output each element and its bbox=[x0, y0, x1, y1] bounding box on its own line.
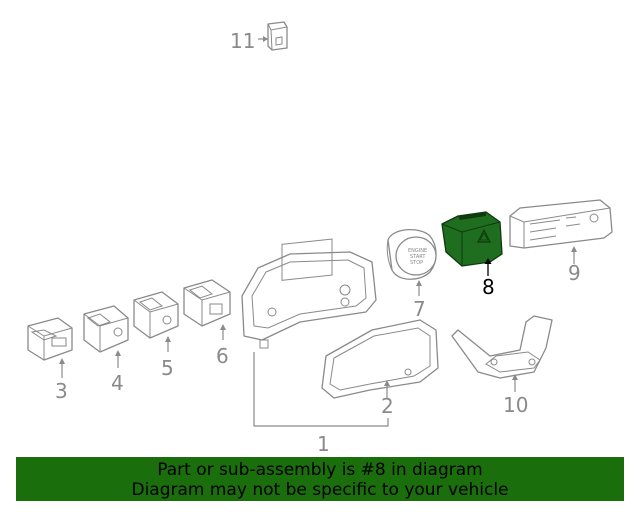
button-text-start: START bbox=[410, 254, 426, 260]
info-banner: Part or sub-assembly is #8 in diagram Di… bbox=[16, 457, 624, 501]
part-4-switch bbox=[83, 305, 129, 368]
callout-8: 8 bbox=[482, 275, 495, 299]
callout-7: 7 bbox=[413, 297, 426, 321]
part-6-switch bbox=[183, 279, 231, 340]
banner-line-1: Part or sub-assembly is #8 in diagram bbox=[157, 460, 483, 480]
part-10-center-bezel bbox=[451, 315, 553, 392]
part-7-start-stop-switch: ENGINE START STOP bbox=[386, 229, 437, 296]
callout-2: 2 bbox=[381, 394, 394, 418]
callout-1-bracket bbox=[253, 352, 389, 427]
banner-line-2: Diagram may not be specific to your vehi… bbox=[131, 480, 509, 500]
callout-5: 5 bbox=[161, 356, 174, 380]
callout-3: 3 bbox=[55, 379, 68, 403]
part-5-switch bbox=[133, 291, 179, 352]
callout-10: 10 bbox=[503, 393, 528, 417]
callout-4: 4 bbox=[111, 371, 124, 395]
part-9-switch-panel bbox=[509, 199, 613, 264]
part-1-combination-meter bbox=[241, 238, 377, 349]
part-11-clip bbox=[258, 21, 288, 51]
callout-6: 6 bbox=[216, 344, 229, 368]
part-8-hazard-switch bbox=[441, 211, 503, 276]
part-2-meter-lens bbox=[321, 319, 439, 399]
callout-11: 11 bbox=[230, 29, 255, 53]
callout-1: 1 bbox=[317, 432, 330, 456]
button-text-engine: ENGINE bbox=[408, 248, 427, 254]
callout-9: 9 bbox=[568, 261, 581, 285]
part-3-switch bbox=[27, 317, 73, 378]
button-text-stop: STOP bbox=[410, 260, 423, 266]
